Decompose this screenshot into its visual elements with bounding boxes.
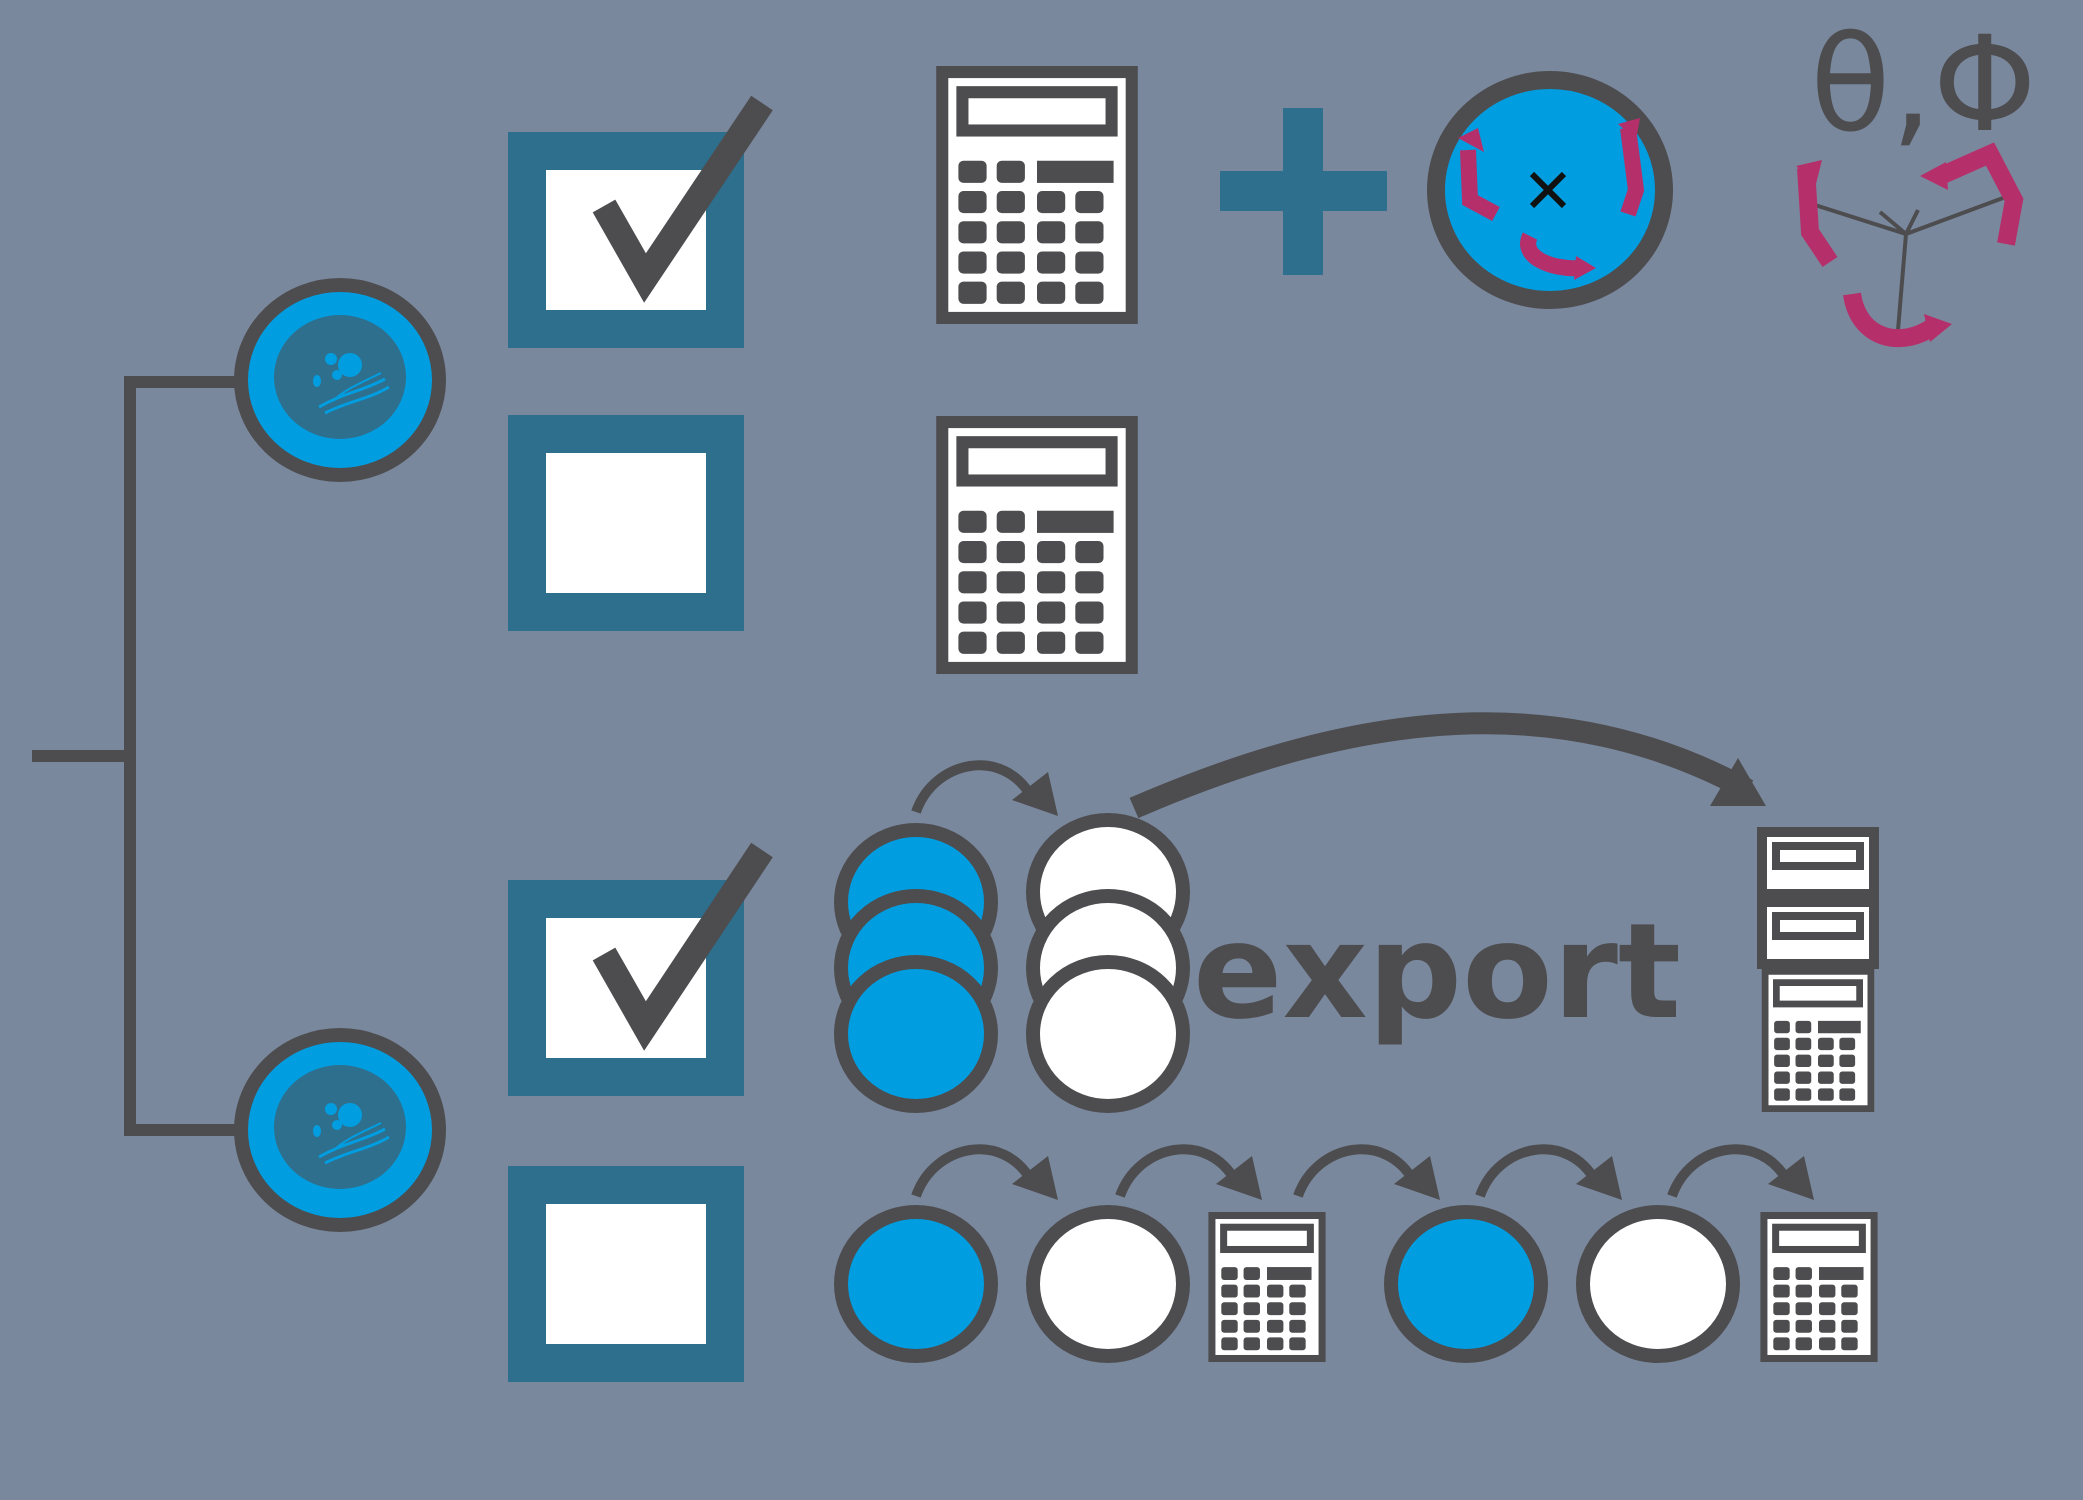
curved-arrow-icon xyxy=(1480,1149,1622,1200)
node-sequence xyxy=(834,1205,1874,1363)
calculator-icon[interactable] xyxy=(1764,1216,1874,1359)
calculator-icon[interactable] xyxy=(1212,1216,1322,1359)
curved-arrow-icon xyxy=(916,765,1058,816)
circle-node-icon[interactable] xyxy=(1576,1205,1740,1363)
checkbox-icon[interactable] xyxy=(508,415,744,631)
blue-node-stack xyxy=(834,823,998,1113)
circle-node-icon[interactable] xyxy=(1026,1205,1190,1363)
checkmark-icon xyxy=(592,95,773,303)
calculator-stack xyxy=(1757,827,1879,1109)
export-label: export xyxy=(1193,895,1681,1049)
sequence-arrows xyxy=(916,1149,1814,1200)
circle-node-icon[interactable] xyxy=(1026,955,1190,1113)
circle-node-icon[interactable] xyxy=(1384,1205,1548,1363)
angles-label: θ,Φ xyxy=(1810,8,2037,162)
calculator-icon[interactable] xyxy=(942,72,1131,318)
rotation-globe-icon xyxy=(1427,71,1673,309)
checkbox-icon[interactable] xyxy=(508,1166,744,1382)
curved-arrow-icon xyxy=(1120,1149,1262,1200)
row-2 xyxy=(508,415,1132,668)
row-1: θ,Φ xyxy=(508,8,2037,348)
calculator-icon[interactable] xyxy=(942,422,1131,668)
calculator-icon[interactable] xyxy=(1757,897,1879,969)
white-node-stack xyxy=(1026,813,1190,1113)
curved-arrow-icon xyxy=(916,1149,1058,1200)
checkmark-icon xyxy=(592,842,773,1051)
circle-node-icon[interactable] xyxy=(834,955,998,1113)
row-3: export xyxy=(508,712,1879,1113)
export-arrow xyxy=(1129,712,1766,819)
curved-arrow-icon xyxy=(1298,1149,1440,1200)
dish-icon[interactable] xyxy=(241,1035,439,1225)
rotation-axes-icon xyxy=(1796,142,2024,348)
circle-node-icon[interactable] xyxy=(834,1205,998,1363)
calculator-icon[interactable] xyxy=(1757,827,1879,899)
plus-icon xyxy=(1220,108,1387,275)
calculator-icon[interactable] xyxy=(1765,971,1871,1108)
tree-connector xyxy=(32,376,238,1136)
curved-arrow-icon xyxy=(1672,1149,1814,1200)
dish-icon[interactable] xyxy=(241,285,439,475)
row-4 xyxy=(508,1149,1874,1382)
